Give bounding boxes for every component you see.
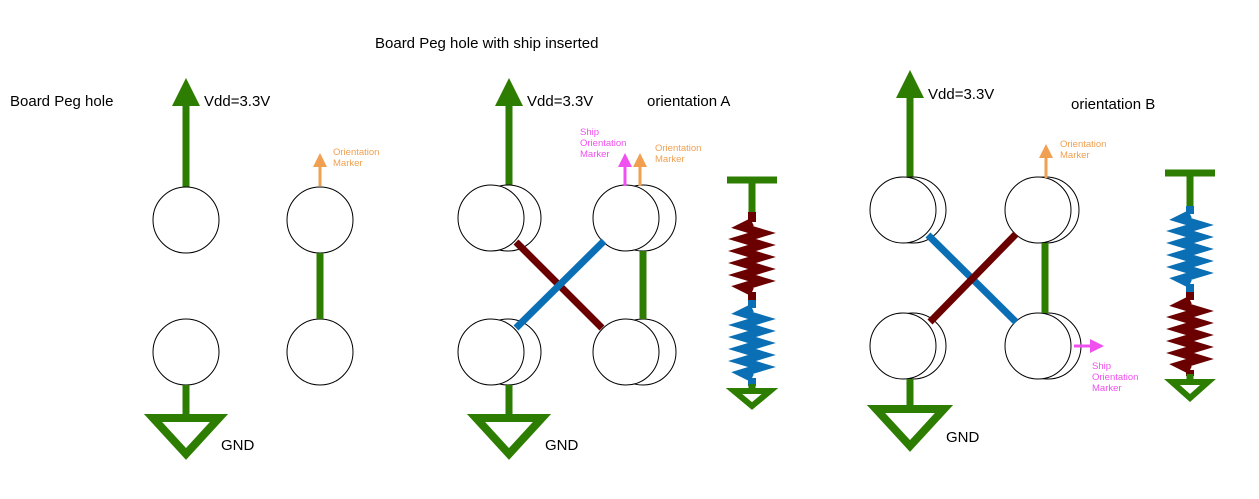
ship-orientation-marker-arrow-icon (1090, 339, 1104, 353)
orientation-marker-label-line: Orientation (333, 147, 380, 158)
orientation-a-diagram (457, 78, 779, 460)
board-peg-hole-title: Board Peg hole (10, 93, 114, 110)
ground-icon (866, 405, 954, 452)
vdd-label: Vdd=3.3V (527, 93, 594, 110)
ground-icon (1164, 379, 1216, 403)
orientation-marker-label-line: Marker (1060, 150, 1090, 161)
vdd-label: Vdd=3.3V (204, 93, 271, 110)
orientation-marker-label-line: Marker (655, 154, 685, 165)
peg-hole (869, 176, 937, 244)
blue-resistor-link (513, 238, 607, 331)
ship-orientation-marker-label: Ship Orientation Marker (580, 127, 626, 160)
orientation-marker-label: Orientation Marker (333, 147, 379, 169)
orientation-marker-label: Orientation Marker (1060, 139, 1106, 161)
orientation-a-title: orientation A (647, 93, 731, 110)
peg-hole (152, 186, 220, 254)
ground-icon (466, 414, 552, 460)
orientation-marker-arrow-icon (1039, 144, 1053, 158)
peg-hole (152, 318, 220, 386)
gnd-label: GND (946, 429, 980, 446)
peg-hole (457, 184, 525, 252)
orientation-marker-label-line: Orientation (1060, 139, 1107, 150)
orientation-marker-label: Orientation Marker (655, 143, 701, 165)
ship-orientation-marker-arrow-icon (618, 153, 632, 167)
ship-orientation-marker-label: Ship Orientation Marker (1092, 361, 1138, 394)
ship-orientation-marker-label-line: Ship (580, 127, 600, 138)
blue-resistor-icon (742, 308, 762, 378)
ground-icon (143, 414, 229, 460)
orientation-marker-arrow-icon (313, 153, 327, 167)
peg-hole (592, 318, 660, 386)
orientation-marker-label-line: Marker (333, 158, 363, 169)
vdd-label: Vdd=3.3V (928, 86, 995, 103)
peg-hole (1004, 176, 1072, 244)
resistor-schematic-b (1164, 169, 1216, 403)
blue-resistor-icon (1180, 214, 1200, 284)
board-peg-hole-diagram (143, 78, 354, 460)
peg-hole (457, 318, 525, 386)
resistor-schematic-a (725, 176, 779, 410)
orientation-marker-label-line: Orientation (655, 143, 702, 154)
peg-hole (286, 186, 354, 254)
ship-orientation-marker-label-line: Marker (1092, 383, 1122, 394)
orientation-b-title: orientation B (1071, 96, 1156, 113)
orientation-marker-arrow-icon (633, 153, 647, 167)
peg-hole (869, 312, 937, 380)
ship-orientation-marker-label-line: Ship (1092, 361, 1112, 372)
vdd-arrow-icon (172, 78, 200, 106)
ship-orientation-marker-label-line: Orientation (580, 138, 627, 149)
dark-red-resistor-link (927, 231, 1019, 325)
peg-hole (286, 318, 354, 386)
dark-red-resistor-icon (1180, 300, 1200, 370)
ship-orientation-marker-label-line: Orientation (1092, 372, 1139, 383)
gnd-label: GND (545, 437, 579, 454)
gnd-label: GND (221, 437, 255, 454)
section-title-inserted: Board Peg hole with ship inserted (375, 35, 599, 52)
vdd-arrow-icon (495, 78, 523, 106)
ship-orientation-marker-label-line: Marker (580, 149, 610, 160)
dark-red-resistor-icon (742, 222, 762, 292)
ground-icon (725, 388, 779, 410)
orientation-b-diagram (866, 70, 1216, 452)
vdd-arrow-icon (896, 70, 924, 98)
peg-hole (1004, 312, 1072, 380)
